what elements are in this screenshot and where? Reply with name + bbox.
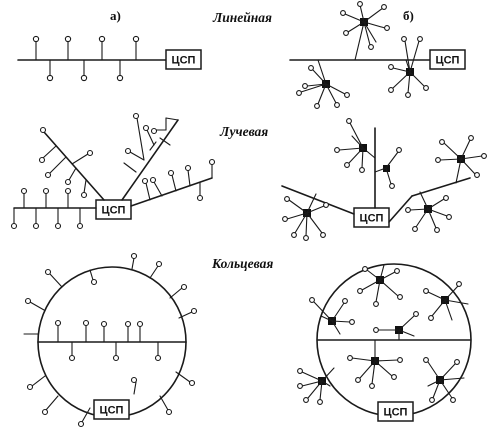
station-label: ЦСП bbox=[436, 55, 460, 67]
station-box bbox=[429, 49, 466, 70]
station-box bbox=[165, 49, 202, 70]
section-title-linear: Линейная bbox=[212, 10, 272, 25]
station-box bbox=[95, 199, 132, 220]
terminal bbox=[64, 35, 72, 43]
station-label: ЦСП bbox=[172, 55, 196, 67]
variant-b-label: б) bbox=[403, 8, 414, 23]
station-label: ЦСП bbox=[102, 205, 126, 217]
linear-topology-b: ЦСП bbox=[289, 1, 466, 109]
terminal bbox=[80, 74, 88, 82]
radial-topology-a: ЦСП bbox=[10, 112, 216, 230]
ring-topology-b: ЦСП bbox=[297, 263, 472, 422]
linear-topology-a: ЦСП bbox=[17, 35, 202, 82]
terminal bbox=[132, 35, 140, 43]
ring-topology-a: ЦСП bbox=[23, 252, 198, 428]
station-label: ЦСП bbox=[384, 407, 408, 419]
station-box bbox=[377, 401, 414, 422]
station-label: ЦСП bbox=[360, 213, 384, 225]
radial-topology-b: ЦСП bbox=[281, 118, 487, 241]
station-label: ЦСП bbox=[100, 405, 124, 417]
variant-a-label: а) bbox=[110, 8, 121, 23]
terminal bbox=[98, 35, 106, 43]
station-box bbox=[93, 399, 130, 420]
terminal bbox=[46, 74, 54, 82]
station-box bbox=[353, 207, 390, 228]
section-title-radial: Лучевая bbox=[219, 124, 268, 139]
terminal bbox=[32, 35, 40, 43]
section-title-ring: Кольцевая bbox=[211, 256, 273, 271]
terminal bbox=[116, 74, 124, 82]
